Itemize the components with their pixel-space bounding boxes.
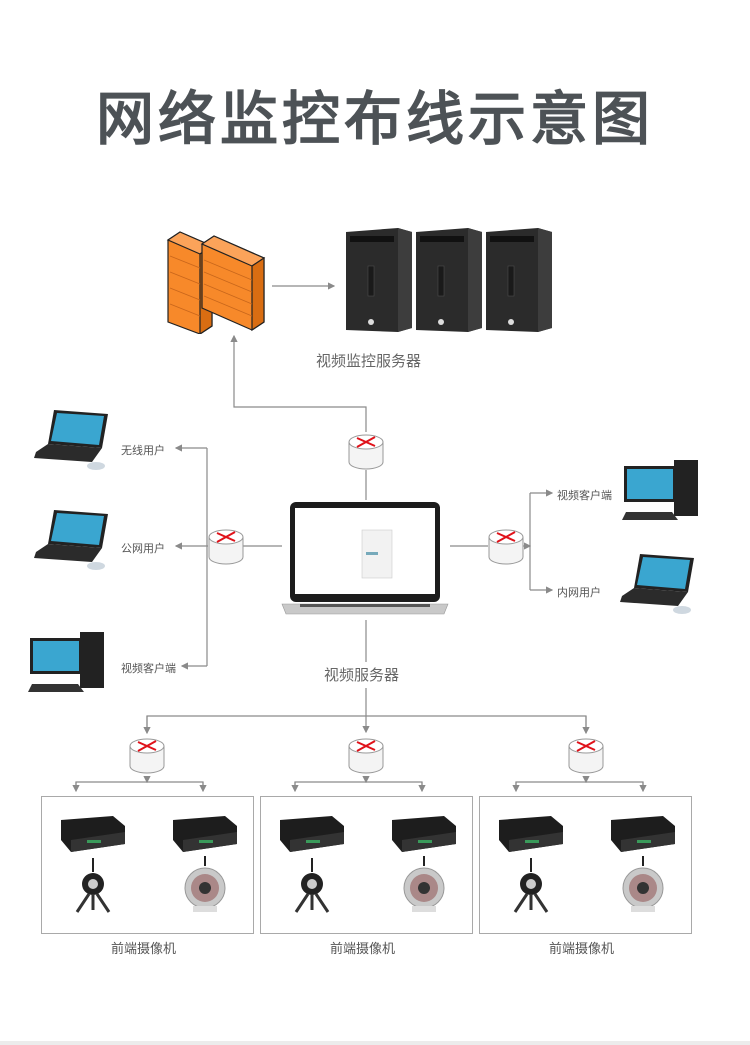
encoder-icon [499, 816, 563, 852]
bottom-divider [0, 1041, 750, 1045]
server-tower-icon [346, 228, 412, 332]
desktop-pc-icon [28, 632, 104, 692]
encoder-icon [61, 816, 125, 852]
router-icon [348, 434, 384, 470]
video-server-label: 视频服务器 [324, 666, 400, 684]
front-end-devices [61, 816, 675, 914]
webcam-icon [75, 856, 111, 914]
desktop-pc-icon [622, 460, 698, 520]
router-icon [348, 738, 384, 774]
router-icon [129, 738, 165, 774]
laptop-icon [620, 554, 694, 614]
left-client-label: 无线用户 [121, 444, 165, 457]
encoder-icon [392, 816, 456, 852]
link-router-firewall [230, 334, 367, 432]
router-icon [488, 529, 524, 565]
encoder-icon [280, 816, 344, 852]
ir-camera-icon [622, 855, 664, 913]
encoder-icon [611, 816, 675, 852]
webcam-icon [294, 856, 330, 914]
left-client-label: 视频客户端 [121, 662, 176, 675]
left-client-label: 公网用户 [121, 542, 165, 555]
front-end-group-label: 前端摄像机 [549, 942, 615, 957]
server-cluster [346, 226, 558, 332]
webcam-icon [513, 856, 549, 914]
front-end-group-label: 前端摄像机 [111, 942, 177, 957]
server-cluster-label: 视频监控服务器 [316, 352, 422, 370]
right-client-label: 内网用户 [557, 586, 601, 599]
router-icon [568, 738, 604, 774]
ir-camera-icon [403, 855, 445, 913]
encoder-icon [173, 816, 237, 852]
laptop-icon [34, 410, 108, 470]
right-client-label: 视频客户端 [557, 489, 612, 502]
video-server-laptop-icon [281, 502, 449, 615]
laptop-icon [34, 510, 108, 570]
page-title: 网络监控布线示意图 [95, 85, 654, 153]
server-tower-icon [486, 228, 552, 332]
server-tower-icon [416, 228, 482, 332]
ir-camera-icon [184, 855, 226, 913]
firewall-icon [166, 231, 266, 334]
router-icon [208, 529, 244, 565]
front-end-group-label: 前端摄像机 [330, 942, 396, 957]
